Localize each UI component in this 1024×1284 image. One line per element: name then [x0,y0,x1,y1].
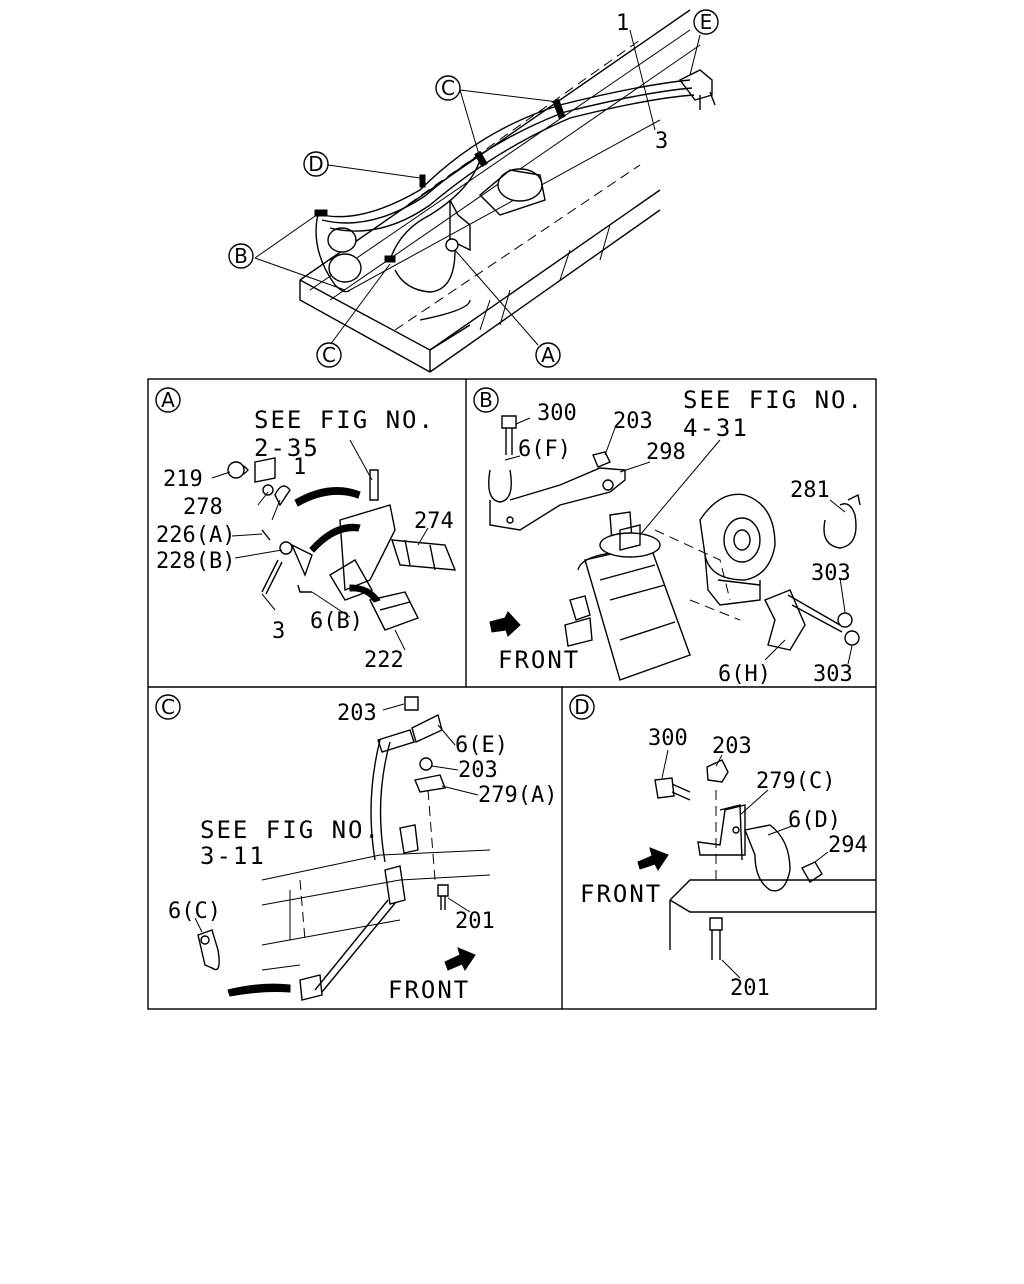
panel-d-label-294: 294 [828,833,868,858]
callout-c-bottom: C [316,342,342,368]
panel-a-label-1: 1 [293,455,306,480]
panel-b-label-203: 203 [613,409,653,434]
panel-b-label-298: 298 [646,440,686,465]
panel-b-see-fig-no: 4-31 [683,414,749,442]
panel-a-see-fig: SEE FIG NO. [254,406,435,434]
detail-panels-frame [147,378,877,1010]
callout-c-top-letter: C [441,76,455,100]
panel-d-label-6d: 6(D) [788,808,841,833]
callout-a: A [535,342,561,368]
panel-c-label-279a: 279(A) [478,783,557,808]
callout-b: B [228,243,254,269]
panel-c: C SEE FIG NO. 3-11 203 6(E) 203 279(A) 2… [155,694,557,1004]
panel-a-see-fig-no: 2-35 [254,434,320,462]
panel-a-label-274: 274 [414,509,454,534]
panel-c-label-6e: 6(E) [455,733,508,758]
panel-d-label-201: 201 [730,976,770,1001]
panel-b-label-303-top: 303 [811,561,851,586]
panel-a-letter: A [161,388,175,412]
panel-d-front: FRONT [580,880,662,908]
callout-a-letter: A [541,343,555,367]
callout-e-letter: E [700,10,713,34]
panel-d-letter: D [574,695,589,719]
panel-a-label-219: 219 [163,467,203,492]
overview-drawing: C D B C A E 1 3 [228,9,719,373]
overview-part-3: 3 [655,129,668,154]
panel-a-label-3: 3 [272,619,285,644]
panel-b-see-fig: SEE FIG NO. [683,386,864,414]
panel-b-letter: B [479,388,493,412]
panel-c-label-203-top: 203 [337,701,377,726]
callout-b-letter: B [234,244,248,268]
callout-e: E [693,9,719,35]
panel-c-see-fig: SEE FIG NO. [200,816,381,844]
panel-d: D 300 203 279(C) 6(D) 294 201 FRONT [569,694,876,1001]
panel-b-label-6h: 6(H) [718,662,771,687]
panel-c-label-203: 203 [458,758,498,783]
callout-d: D [303,151,329,177]
panel-c-label-6c: 6(C) [168,899,221,924]
callout-c-top: C [435,75,461,101]
panel-c-label-201: 201 [455,909,495,934]
panel-a: A SEE FIG NO. 2-35 219 278 1 226(A) 228(… [155,387,457,673]
panel-b-label-300: 300 [537,401,577,426]
panel-b-label-303-bottom: 303 [813,662,853,687]
panel-a-label-228b: 228(B) [156,549,235,574]
panel-d-label-279c: 279(C) [756,769,835,794]
callout-c-bottom-letter: C [322,343,336,367]
panel-d-label-300: 300 [648,726,688,751]
panel-a-label-222: 222 [364,648,404,673]
overview-part-1: 1 [616,11,629,36]
panel-b-front: FRONT [498,646,580,674]
panel-b: B SEE FIG NO. 4-31 300 6(F) 20 [473,386,864,687]
panel-b-label-6f: 6(F) [518,437,571,462]
panel-a-label-226a: 226(A) [156,523,235,548]
callout-d-letter: D [308,152,323,176]
panel-c-front: FRONT [388,976,470,1004]
panel-a-label-278: 278 [183,495,223,520]
panel-c-see-fig-no: 3-11 [200,842,266,870]
panel-c-letter: C [161,695,175,719]
panel-b-label-281: 281 [790,478,830,503]
panel-d-label-203: 203 [712,734,752,759]
panel-a-label-6b: 6(B) [310,609,363,634]
